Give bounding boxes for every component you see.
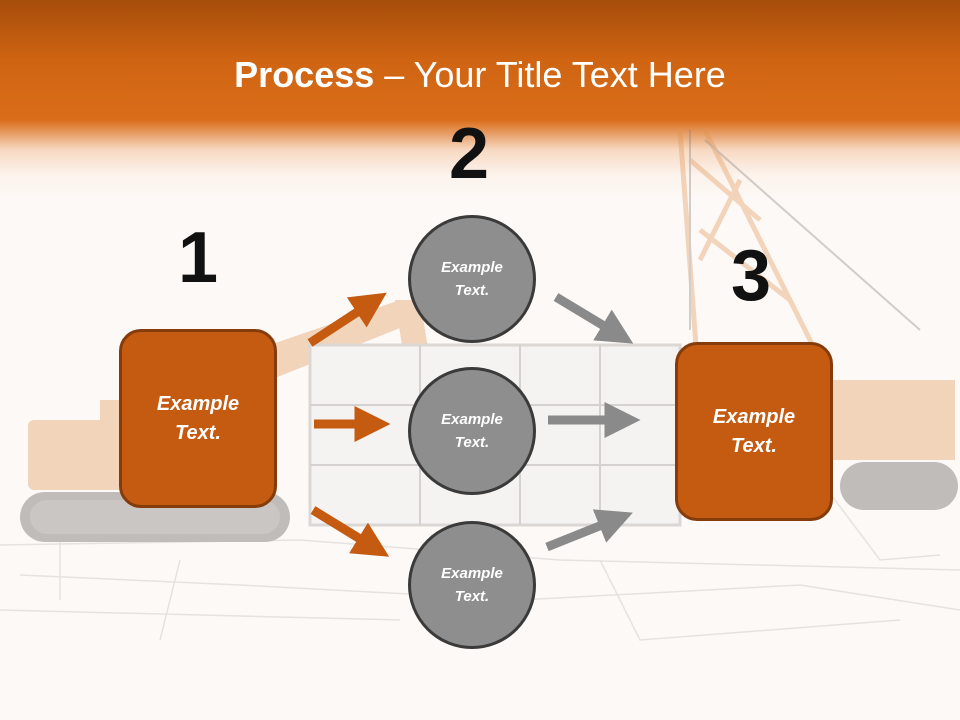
step-3-label: Example Text.: [712, 405, 796, 457]
circle-bottom-label: Example Text.: [441, 565, 503, 605]
header-band: [0, 0, 960, 200]
step-number-1: 1: [178, 218, 219, 298]
title-bold-part: Process: [234, 54, 375, 95]
step-1-label: Example Text.: [156, 392, 240, 444]
circle-top-label: Example Text.: [441, 259, 503, 299]
step-2-circle-middle: Example Text.: [408, 367, 536, 495]
step-number-2: 2: [449, 114, 490, 194]
step-2-circle-top: Example Text.: [408, 215, 536, 343]
title-separator: –: [374, 54, 414, 95]
slide-title: Process – Your Title Text Here: [0, 52, 960, 98]
step-2-circle-bottom: Example Text.: [408, 521, 536, 649]
title-rest: Your Title Text Here: [413, 54, 726, 95]
step-3-box: Example Text.: [675, 342, 833, 521]
step-1-box: Example Text.: [119, 329, 277, 508]
circle-middle-label: Example Text.: [441, 411, 503, 451]
step-number-3: 3: [731, 236, 772, 316]
